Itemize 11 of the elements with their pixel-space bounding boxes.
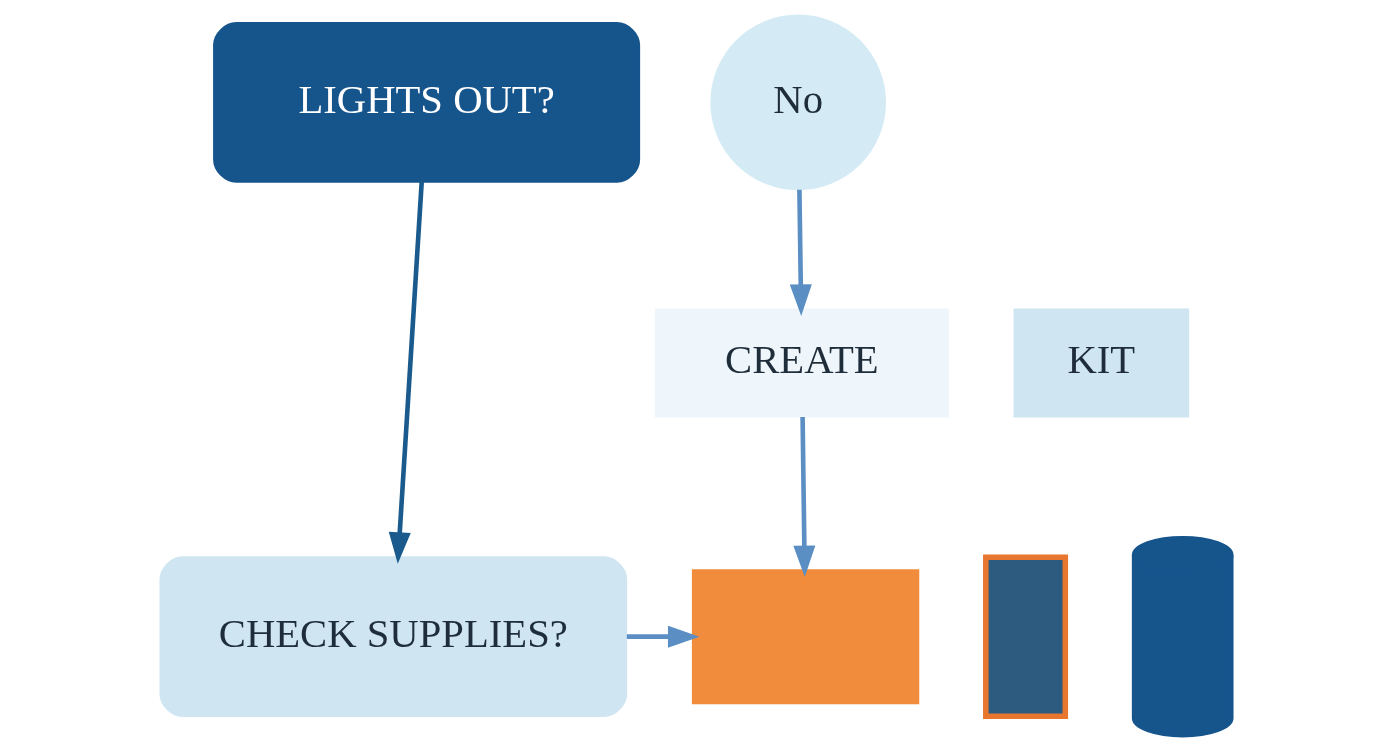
node-box: KIT [1013,308,1189,418]
arrow [626,625,699,648]
node-box: LIGHTS OUT? [212,22,640,183]
node-circle: No [709,14,886,191]
arrow [789,189,812,316]
arrow [792,416,815,578]
node-box [691,569,919,705]
node-candle [982,554,1068,719]
node-box: CREATE [654,308,949,418]
node-box: CHECK SUPPLIES? [158,556,627,718]
arrow [388,181,424,564]
